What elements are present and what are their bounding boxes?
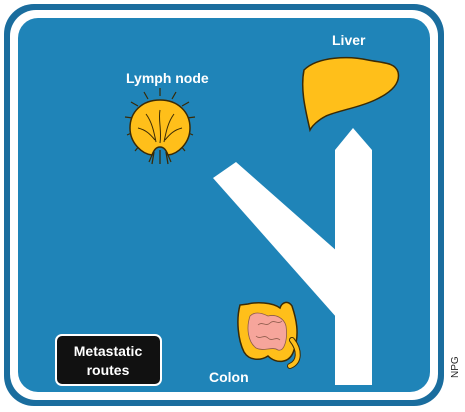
colon-label: Colon: [209, 369, 249, 385]
colon-icon: [238, 302, 298, 366]
liver-route: [335, 128, 372, 385]
lymph-node-label: Lymph node: [126, 70, 209, 86]
publisher-credit: NPG: [450, 356, 461, 378]
legend-line-2: routes: [87, 362, 130, 378]
liver-label: Liver: [332, 32, 366, 48]
legend-line-1: Metastatic: [74, 343, 143, 359]
legend-box: Metastatic routes: [56, 335, 161, 385]
